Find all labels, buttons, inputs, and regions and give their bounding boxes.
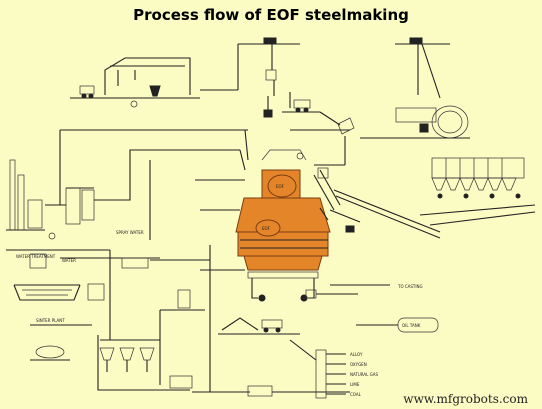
vessel-train xyxy=(99,339,160,372)
ladle-and-slag-pots: SINTER PLANT xyxy=(30,257,193,391)
svg-text:LIME: LIME xyxy=(350,382,360,387)
eof-furnace: EOF EOF xyxy=(235,129,331,302)
connector-lines xyxy=(149,44,355,240)
eof-top-label: EOF xyxy=(276,184,285,189)
eof-vessel-label: EOF xyxy=(262,226,271,231)
svg-text:SPRAY WATER: SPRAY WATER xyxy=(116,230,144,235)
svg-text:WATER: WATER xyxy=(62,258,76,263)
svg-text:TO CASTING: TO CASTING xyxy=(397,284,423,289)
overhead-crane-right xyxy=(360,37,470,139)
storage-tank: OIL TANK xyxy=(356,317,439,333)
additions-panel: ALLOY OXYGEN NATURAL GAS LIME COAL xyxy=(289,339,378,399)
svg-text:ALLOY: ALLOY xyxy=(350,352,363,357)
slag-handling xyxy=(218,317,300,335)
svg-text:COAL: COAL xyxy=(350,392,362,397)
svg-text:NATURAL GAS: NATURAL GAS xyxy=(350,372,378,377)
gas-cleaning-stack xyxy=(6,129,248,240)
overhead-crane-center xyxy=(238,37,320,118)
piping-network xyxy=(150,179,350,397)
watermark: www.mfgrobots.com xyxy=(403,392,528,406)
water-treatment: WATER SPRAY WATER WATER TREATMENT xyxy=(6,230,160,340)
charging-conveyor: TO CASTING xyxy=(305,167,441,299)
diagram-title: Process flow of EOF steelmaking xyxy=(133,6,409,24)
svg-text:OIL TANK: OIL TANK xyxy=(402,323,421,328)
scrap-yard-building xyxy=(70,57,200,108)
svg-text:WATER TREATMENT: WATER TREATMENT xyxy=(16,254,56,259)
raw-material-bins xyxy=(419,157,536,226)
svg-text:OXYGEN: OXYGEN xyxy=(350,362,367,367)
svg-text:SINTER PLANT: SINTER PLANT xyxy=(36,318,65,323)
